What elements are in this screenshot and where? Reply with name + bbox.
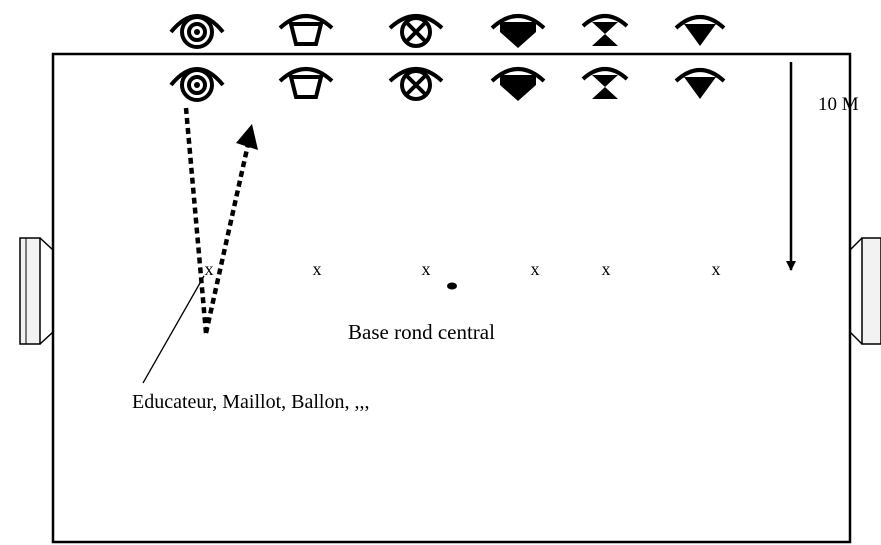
cup-icon: [278, 14, 334, 46]
right-goal: [849, 237, 881, 345]
player-icons: [169, 14, 726, 102]
eye-icon: [169, 67, 225, 102]
cross-circle-icon: [388, 14, 444, 48]
coach-label: Educateur, Maillot, Ballon, ,,,: [132, 391, 369, 413]
shield-icon: [490, 14, 546, 48]
dribble-path-down: [183, 107, 209, 334]
hourglass-icon: [581, 67, 629, 99]
coach-pointer: [142, 275, 205, 384]
distance-label: 10 M: [818, 94, 859, 115]
center-spot: [447, 282, 457, 290]
heart-icon: [674, 15, 726, 46]
cross-circle-icon: [388, 67, 444, 101]
cup-icon: [278, 67, 334, 99]
center-label: Base rond central: [348, 320, 495, 344]
eye-icon: [169, 14, 225, 49]
cone-marker: x: [602, 259, 611, 279]
hourglass-icon: [581, 14, 629, 46]
shield-icon: [490, 67, 546, 101]
dribble-path-up: [203, 139, 252, 334]
left-goal: [19, 237, 54, 345]
field-outline: [51, 52, 852, 544]
cone-marker: x: [712, 259, 721, 279]
cone-marker: x: [531, 259, 540, 279]
heart-icon: [674, 68, 726, 99]
cone-marker: x: [205, 259, 214, 279]
cone-marker: x: [313, 259, 322, 279]
cone-marker: x: [422, 259, 431, 279]
dribble-arrowhead: [236, 124, 258, 150]
